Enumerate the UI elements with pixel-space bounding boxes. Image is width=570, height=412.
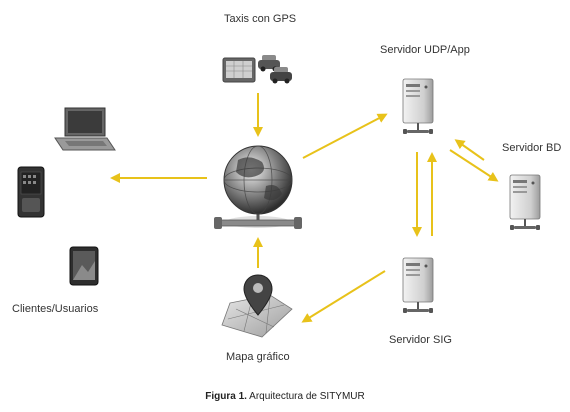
label-taxis: Taxis con GPS — [224, 13, 297, 25]
caption-text: Arquitectura de SITYMUR — [246, 391, 365, 402]
arrow-bd-to-app — [454, 139, 485, 161]
label-servidor-bd: Servidor BD — [502, 142, 562, 154]
server-bd-icon — [509, 174, 541, 231]
server-sig-icon — [402, 257, 434, 314]
flow-arrows — [110, 93, 499, 323]
globe-network-icon — [214, 145, 302, 229]
pda-icon — [17, 166, 45, 218]
tablet-icon — [69, 246, 99, 286]
laptop-icon — [54, 107, 116, 151]
caption-prefix: Figura 1. — [205, 391, 247, 402]
label-clientes: Clientes/Usuarios — [12, 303, 99, 315]
label-servidor-app: Servidor UDP/App — [380, 44, 470, 56]
label-mapa: Mapa gráfico — [226, 351, 290, 363]
figure-caption: Figura 1. Arquitectura de SITYMUR — [0, 391, 570, 402]
label-servidor-sig: Servidor SIG — [389, 334, 452, 346]
arrow-app-to-bd — [449, 149, 499, 182]
arrow-internet-to-app — [302, 113, 388, 159]
map-pin-icon — [221, 274, 293, 338]
server-app-icon — [402, 78, 434, 135]
arrow-sig-to-map — [301, 270, 386, 323]
taxi-gps-icon — [222, 55, 292, 84]
